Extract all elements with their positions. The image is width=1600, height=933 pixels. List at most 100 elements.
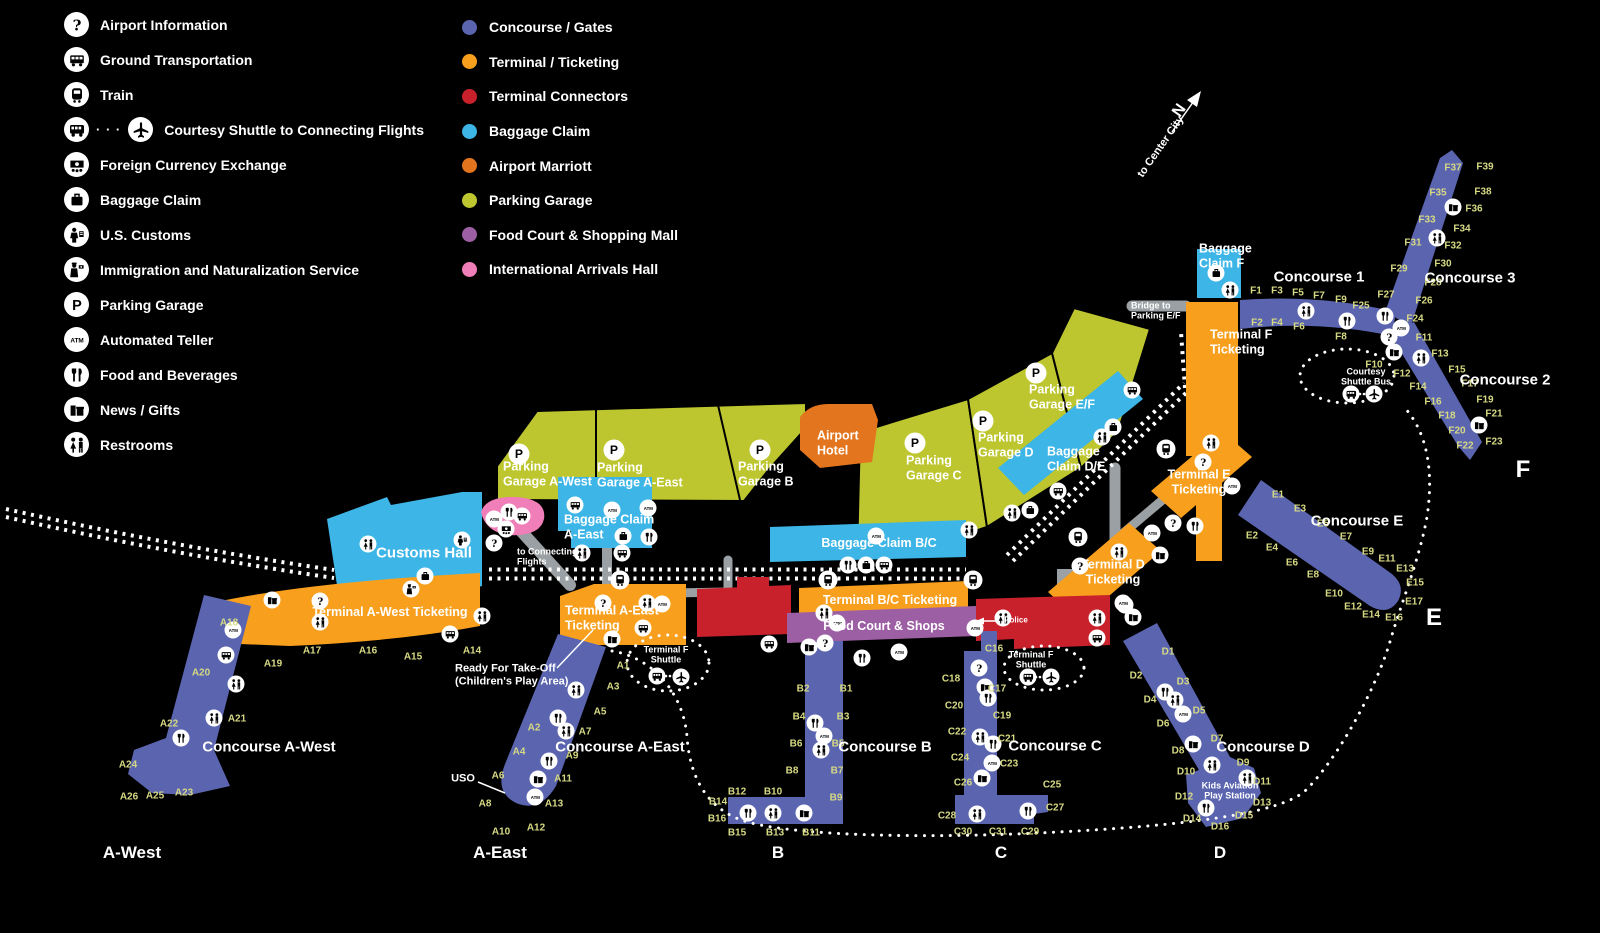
legend-item-train: Train	[64, 77, 424, 112]
terminal-f-shuttle-loop-c	[1002, 644, 1086, 692]
gate-label-F13: F13	[1431, 348, 1449, 360]
gate-label-B6: B6	[789, 738, 803, 750]
label-tf-shuttle-1: Terminal F Shuttle	[643, 644, 689, 665]
restroom-icon	[994, 609, 1012, 627]
gate-label-E14: E14	[1362, 609, 1380, 621]
gate-label-E16: E16	[1385, 612, 1403, 624]
legend-item-baggage: Baggage Claim	[64, 182, 424, 217]
label-garage-ef: Parking Garage E/F	[1029, 382, 1095, 412]
atm-icon	[1223, 477, 1241, 495]
concourse-e-shape	[1238, 480, 1401, 610]
gate-label-F10: F10	[1365, 359, 1383, 371]
parking-icon	[972, 410, 994, 432]
gate-label-F21: F21	[1485, 408, 1503, 420]
restroom-icon	[359, 535, 377, 553]
food-icon	[1019, 802, 1037, 820]
gate-label-B16: B16	[707, 813, 727, 825]
restroom-icon	[1238, 769, 1256, 787]
gate-label-B13: B13	[765, 827, 785, 839]
label-garage-a-east: Parking Garage A-East	[597, 460, 683, 490]
gate-label-F2: F2	[1251, 317, 1263, 329]
news-icon	[800, 638, 818, 656]
gate-label-A21: A21	[227, 713, 247, 725]
news-icon	[263, 591, 281, 609]
info-icon	[1071, 557, 1089, 575]
gate-label-C30: C30	[953, 826, 973, 838]
gate-label-E7: E7	[1339, 531, 1353, 543]
gate-label-E15: E15	[1406, 577, 1424, 589]
info-icon	[816, 634, 834, 652]
gate-label-D14: D14	[1182, 813, 1202, 825]
train-icon	[610, 570, 630, 590]
legend-item-food: Food and Beverages	[64, 357, 424, 392]
ground-icon	[875, 556, 893, 574]
gate-label-F18: F18	[1438, 410, 1456, 422]
zone-connectors	[697, 577, 1110, 649]
label-zone-a-east: A-East	[473, 843, 527, 863]
gate-label-D13: D13	[1252, 797, 1272, 809]
news-icon	[529, 770, 547, 788]
gate-label-C26: C26	[953, 777, 973, 789]
gate-label-F14: F14	[1409, 381, 1427, 393]
gate-label-C23: C23	[999, 758, 1019, 770]
label-garage-a-west: Parking Garage A-West	[503, 459, 592, 489]
gate-label-A6: A6	[491, 770, 505, 782]
label-police: Police	[1004, 615, 1028, 625]
gate-label-E17: E17	[1405, 596, 1423, 608]
legend-label: Train	[100, 86, 134, 103]
label-concourse-d: Concourse D	[1216, 738, 1310, 756]
gate-label-A16: A16	[358, 645, 378, 657]
label-concourse-e: Concourse E	[1310, 512, 1404, 530]
atm-icon	[603, 501, 621, 519]
train-icon	[818, 570, 838, 590]
gate-label-F7: F7	[1313, 290, 1325, 302]
food-icon	[172, 729, 190, 747]
gate-label-C27: C27	[1045, 802, 1065, 814]
ground-icon	[1088, 629, 1106, 647]
restroom-icon	[1088, 609, 1106, 627]
label-uso: USO	[451, 772, 475, 785]
news-icon	[64, 397, 89, 422]
news-icon	[603, 630, 621, 648]
legend-area-item: Concourse / Gates	[462, 10, 678, 45]
legend-label: News / Gifts	[100, 401, 181, 418]
atm-icon	[828, 614, 846, 632]
info-icon	[1380, 328, 1398, 346]
legend-area-label: Terminal / Ticketing	[489, 53, 620, 70]
restroom-icon	[812, 741, 830, 759]
train-icon	[963, 570, 983, 590]
atm-icon	[1174, 705, 1192, 723]
gate-label-B9: B9	[829, 792, 843, 804]
gate-label-D6: D6	[1156, 718, 1170, 730]
garage-awest-aeast-b-shape	[496, 401, 807, 503]
atm-icon	[966, 619, 984, 637]
legend-item-info: Airport Information	[64, 7, 424, 42]
gate-label-C24: C24	[950, 752, 970, 764]
atm-icon	[890, 643, 908, 661]
label-concourse-1: Concourse 1	[1273, 268, 1365, 286]
gate-label-D10: D10	[1176, 766, 1196, 778]
label-kids: Kids Aviation Play Station	[1201, 780, 1259, 801]
uso-pointer-line	[477, 781, 506, 794]
train-icon	[1156, 439, 1176, 459]
gate-label-B3: B3	[836, 711, 850, 723]
terminal-f-shape	[1186, 302, 1238, 561]
gate-label-F38: F38	[1474, 186, 1492, 198]
parking-icon	[603, 439, 625, 461]
baggage-icon	[614, 527, 632, 545]
gate-label-F22: F22	[1456, 440, 1474, 452]
gate-label-A1: A1	[616, 660, 630, 672]
gate-label-C25: C25	[1042, 779, 1062, 791]
gate-label-D1: D1	[1161, 646, 1175, 658]
customs-hall-shape	[327, 492, 482, 594]
info-icon	[594, 594, 612, 612]
legend-label: Ground Transportation	[100, 51, 253, 68]
north-arrowhead	[1187, 91, 1201, 107]
label-zone-c: C	[994, 843, 1008, 863]
gate-label-B10: B10	[763, 786, 783, 798]
gate-label-A22: A22	[159, 718, 179, 730]
label-garage-b: Parking Garage B	[738, 459, 794, 489]
gate-label-F34: F34	[1453, 223, 1471, 235]
